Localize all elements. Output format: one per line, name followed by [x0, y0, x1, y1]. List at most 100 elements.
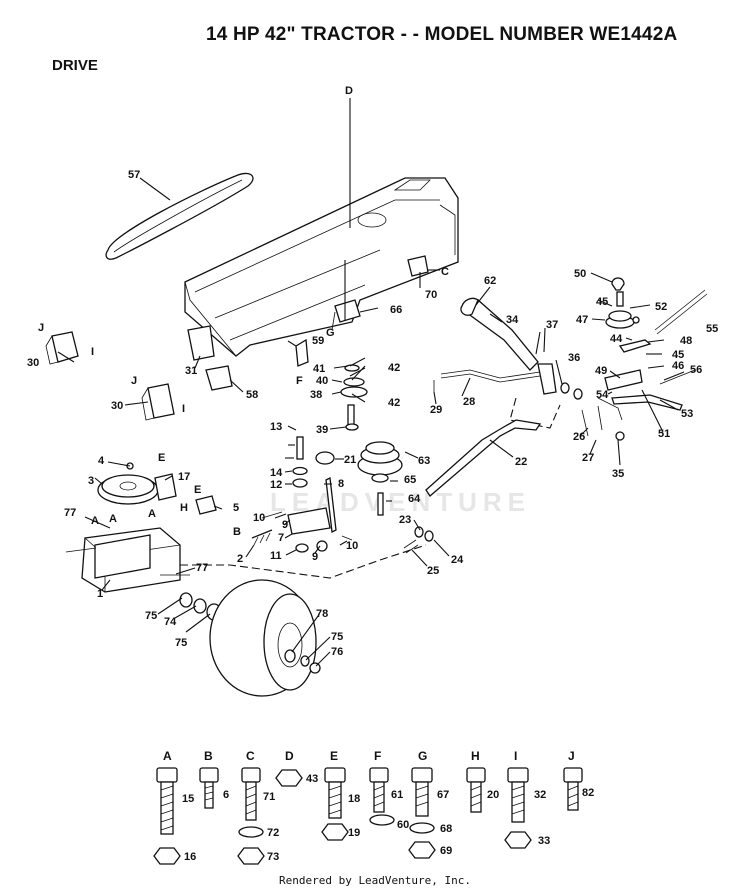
clutch-brake-linkage: [180, 277, 708, 579]
key-letter-g: G: [418, 749, 427, 763]
callout-45b: 45: [672, 349, 684, 361]
key-part-32: 32: [534, 789, 546, 801]
callout-49: 49: [595, 365, 607, 377]
key-part-73: 73: [267, 851, 279, 863]
callout-78: 78: [316, 608, 328, 620]
center-pulley-assembly: [315, 364, 403, 516]
callout-66: 66: [390, 304, 402, 316]
key-part-61: 61: [391, 789, 403, 801]
ref-letter-e2: E: [194, 484, 201, 496]
callout-63: 63: [418, 455, 430, 467]
callout-74: 74: [164, 616, 177, 628]
callout-11: 11: [270, 550, 282, 562]
callout-65: 65: [404, 474, 416, 486]
key-part-71: 71: [263, 791, 275, 803]
key-letter-j: J: [568, 749, 575, 763]
callout-3: 3: [88, 475, 94, 487]
callout-64: 64: [408, 493, 421, 505]
key-part-16: 16: [184, 851, 196, 863]
callout-59: 59: [312, 335, 324, 347]
callout-45a: 45: [596, 296, 608, 308]
callout-75b: 75: [175, 637, 187, 649]
callout-40: 40: [316, 375, 328, 387]
ref-letter-a3: A: [148, 508, 156, 520]
key-part-19: 19: [348, 827, 360, 839]
callout-2: 2: [237, 553, 243, 565]
ref-letter-g: G: [326, 327, 335, 339]
ref-letter-d: D: [345, 85, 353, 97]
callout-50: 50: [574, 268, 586, 280]
callout-39: 39: [316, 424, 328, 436]
key-part-6: 6: [223, 789, 229, 801]
callout-26: 26: [573, 431, 585, 443]
key-part-60: 60: [397, 819, 409, 831]
callout-37: 37: [546, 319, 558, 331]
callout-51: 51: [658, 428, 670, 440]
callout-7: 7: [278, 532, 284, 544]
callout-44: 44: [610, 333, 623, 345]
key-part-68: 68: [440, 823, 452, 835]
ref-letter-f: F: [296, 375, 303, 387]
callout-14: 14: [270, 467, 283, 479]
key-letter-c: C: [246, 749, 255, 763]
ref-letter-h: H: [180, 502, 188, 514]
callout-35: 35: [612, 468, 624, 480]
callout-55: 55: [706, 323, 718, 335]
callout-17: 17: [178, 471, 190, 483]
hardware-key-drawings: [153, 767, 583, 865]
section-label: DRIVE: [52, 57, 98, 74]
shift-linkage: [251, 436, 353, 553]
key-letter-e: E: [330, 749, 338, 763]
rear-wheel: [209, 579, 321, 697]
callout-41: 41: [313, 363, 325, 375]
callout-31: 31: [185, 365, 197, 377]
callout-75c: 75: [331, 631, 343, 643]
key-part-33: 33: [538, 835, 550, 847]
key-part-69: 69: [440, 845, 452, 857]
hardware-key-labels: A 15 16 B 6 C 71 72 73 D 43 E 18 19 F 61…: [163, 749, 594, 863]
ref-letter-i2: I: [182, 403, 185, 415]
tractor-frame: [184, 177, 459, 357]
ref-letter-j1: J: [38, 322, 44, 334]
callout-77b: 77: [196, 562, 208, 574]
callout-75a: 75: [145, 610, 157, 622]
key-part-67: 67: [437, 789, 449, 801]
callout-10a: 10: [253, 512, 265, 524]
key-letter-d: D: [285, 749, 294, 763]
callout-5: 5: [233, 502, 239, 514]
callout-76: 76: [331, 646, 343, 658]
callout-21: 21: [344, 454, 356, 466]
callout-57: 57: [128, 169, 140, 181]
key-part-43: 43: [306, 773, 318, 785]
key-letter-f: F: [374, 749, 381, 763]
ref-letter-c: C: [441, 266, 449, 278]
ref-letter-i1: I: [91, 346, 94, 358]
callout-labels: 1 2 3 4 5 7 8 9 9 10 10 11 12 13 14 17 2…: [27, 85, 718, 658]
key-part-18: 18: [348, 793, 360, 805]
key-letter-i: I: [514, 749, 517, 763]
callout-12: 12: [270, 479, 282, 491]
callout-48: 48: [680, 335, 692, 347]
callout-42a: 42: [388, 362, 400, 374]
callout-77a: 77: [64, 507, 76, 519]
key-letter-a: A: [163, 749, 172, 763]
callout-30a: 30: [27, 357, 39, 369]
callout-36: 36: [568, 352, 580, 364]
callout-62: 62: [484, 275, 496, 287]
key-part-15: 15: [182, 793, 194, 805]
key-letter-b: B: [204, 749, 213, 763]
ref-letter-a2: A: [109, 513, 117, 525]
callout-9b: 9: [312, 551, 318, 563]
callout-38: 38: [310, 389, 322, 401]
callout-28: 28: [463, 396, 475, 408]
key-part-72: 72: [267, 827, 279, 839]
callout-13: 13: [270, 421, 282, 433]
ref-letter-b: B: [233, 526, 241, 538]
callout-1: 1: [97, 588, 103, 600]
callout-52: 52: [655, 301, 667, 313]
leader-lines: [57, 98, 685, 667]
callout-47: 47: [576, 314, 588, 326]
callout-23: 23: [399, 514, 411, 526]
callout-4: 4: [98, 455, 105, 467]
